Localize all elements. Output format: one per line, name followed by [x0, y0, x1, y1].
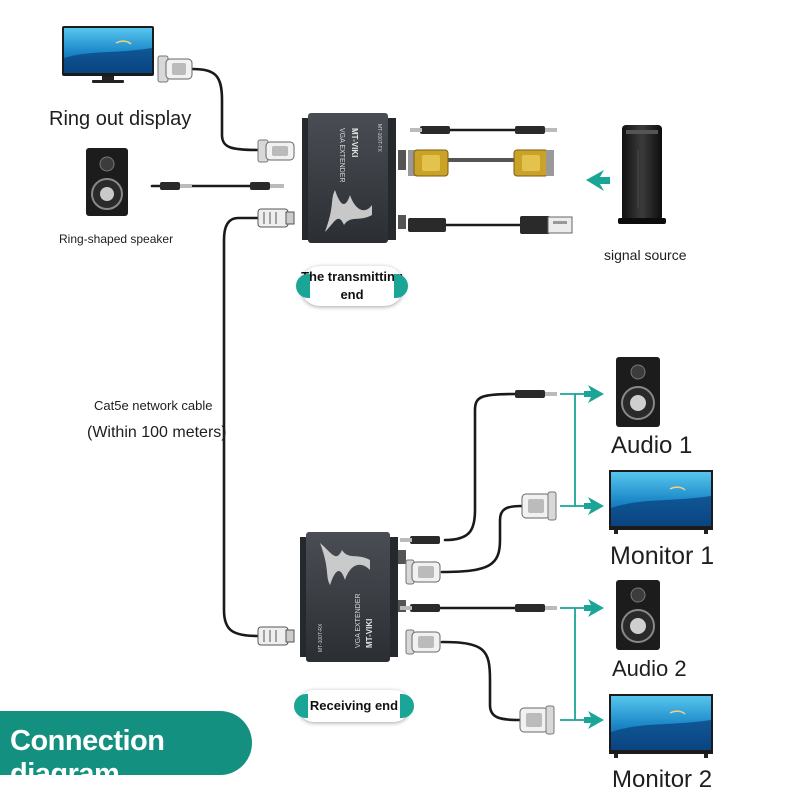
usb-plug-icon	[408, 216, 573, 234]
ring-out-display-monitor	[62, 26, 154, 83]
audio2-label: Audio 2	[612, 656, 687, 681]
transmitting-end-line1: The transmitting	[301, 269, 403, 284]
rx-code-text: MT-100T-RX	[318, 623, 324, 652]
pc-tower-icon	[618, 125, 666, 224]
arrow-right-icon	[584, 711, 604, 729]
transmitting-end-badge: The transmitting end	[296, 266, 408, 306]
gold-vga-connector-icon	[408, 149, 554, 177]
rx-model-text: VGA EXTENDER	[355, 594, 362, 648]
monitor1-label: Monitor 1	[610, 542, 715, 570]
ring-speaker-label: Ring-shaped speaker	[59, 232, 174, 246]
tx-vga-connector-icon	[257, 139, 295, 163]
transmitter-device	[302, 113, 406, 243]
rx-monitor1-cable	[440, 504, 524, 574]
transmitting-end-line2: end	[340, 287, 364, 302]
arrow-right-icon	[584, 497, 604, 515]
monitor2-label: Monitor 2	[612, 766, 713, 793]
display-vga-cable	[190, 67, 260, 152]
source-audio-plug-icon	[410, 126, 557, 134]
vga-plug-icon	[157, 55, 193, 83]
signal-source-label: signal source	[604, 247, 687, 263]
audio2-speaker-icon	[616, 580, 660, 650]
rx-audio1-cable	[443, 392, 517, 542]
rx-vga-connector-icon	[405, 491, 557, 735]
arrow-right-icon	[584, 599, 604, 617]
cable-distance-label: (Within 100 meters)	[87, 424, 227, 441]
ring-out-display-label: Ring out display	[49, 108, 192, 130]
ring-speaker-icon	[86, 148, 128, 216]
rj45-plug-icon	[257, 208, 295, 228]
cable-layer	[150, 67, 524, 722]
audio-jack-icon	[160, 182, 284, 190]
audio1-speaker-icon	[616, 357, 660, 427]
arrow-icons	[584, 170, 610, 729]
connection-diagram-banner: Connection diagram	[0, 711, 252, 790]
banner-title: Connection diagram	[10, 725, 165, 790]
monitor2-icon	[609, 694, 713, 758]
tx-code-text: MT-100T-TX	[376, 124, 382, 152]
rx-monitor2-cable	[440, 640, 522, 722]
monitor1-icon	[609, 470, 713, 534]
rx-rj45-plug-icon	[257, 626, 295, 646]
cable-type-label: Cat5e network cable	[94, 398, 213, 413]
receiving-end-badge: Receiving end	[294, 690, 414, 722]
tx-model-text: VGA EXTENDER	[338, 128, 345, 182]
tx-brand-text: MT-VIKI	[350, 128, 359, 157]
cat5e-network-cable	[222, 216, 260, 638]
receiver-device	[300, 532, 406, 662]
receiving-end-label: Receiving end	[309, 698, 399, 713]
arrow-right-icon	[584, 385, 604, 403]
arrow-left-icon	[586, 170, 610, 191]
rx-audio-plug-icon	[400, 390, 557, 612]
audio1-label: Audio 1	[611, 432, 693, 459]
rx-brand-text: MT-VIKI	[365, 619, 374, 648]
distribution-brackets	[560, 393, 590, 721]
